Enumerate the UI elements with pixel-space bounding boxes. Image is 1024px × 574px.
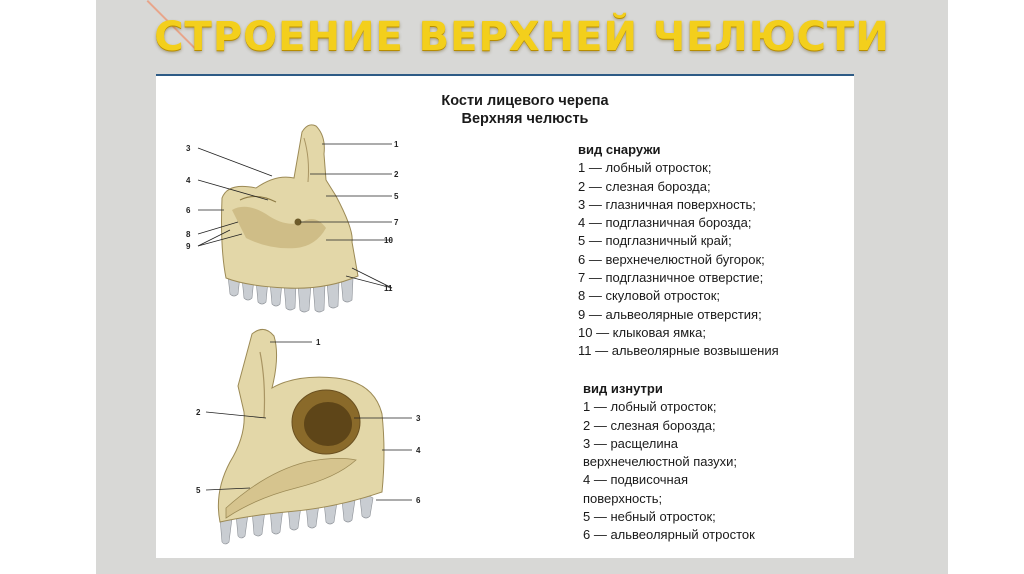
inner-view-header: вид изнутри — [583, 380, 755, 398]
legend-item: 6 — альвеолярный отросток — [583, 526, 755, 544]
figure-label: 2 — [394, 170, 399, 179]
figure-label: 7 — [394, 218, 399, 227]
figure-label: 9 — [186, 242, 191, 251]
maxilla-inner-view-illustration: 1 2 3 4 5 6 — [186, 322, 446, 557]
legend-item: 7 — подглазничное отверстие; — [578, 269, 779, 287]
legend-item: поверхность; — [583, 490, 755, 508]
legend-item: 2 — слезная борозда; — [578, 178, 779, 196]
legend-item: 2 — слезная борозда; — [583, 417, 755, 435]
figure-label: 8 — [186, 230, 191, 239]
heading-line-2: Верхняя челюсть — [390, 110, 660, 128]
figure-label: 10 — [384, 236, 393, 245]
figure-label: 6 — [416, 496, 421, 505]
figure-label: 5 — [196, 486, 201, 495]
figure-label: 3 — [416, 414, 421, 423]
maxilla-bone — [222, 125, 359, 288]
heading-line-1: Кости лицевого черепа — [390, 92, 660, 110]
legend-item: 3 — расщелина — [583, 435, 755, 453]
figure-label: 5 — [394, 192, 399, 201]
outer-view-header: вид снаружи — [578, 141, 779, 159]
slide-title: СТРОЕНИЕ ВЕРХНЕЙ ЧЕЛЮСТИ — [96, 14, 948, 60]
legend-item: 3 — глазничная поверхность; — [578, 196, 779, 214]
maxilla-outer-view-illustration: 1 2 3 4 5 6 7 8 9 10 11 — [176, 118, 406, 323]
legend-item: 10 — клыковая ямка; — [578, 324, 779, 342]
inner-view-legend: вид изнутри 1 — лобный отросток; 2 — сле… — [583, 380, 755, 545]
figure-label: 11 — [384, 284, 393, 293]
legend-item: 9 — альвеолярные отверстия; — [578, 306, 779, 324]
legend-item: 4 — подглазничная борозда; — [578, 214, 779, 232]
legend-item: 5 — небный отросток; — [583, 508, 755, 526]
figure-label: 3 — [186, 144, 191, 153]
figure-label: 1 — [316, 338, 321, 347]
figure-label: 2 — [196, 408, 201, 417]
outer-view-legend: вид снаружи 1 — лобный отросток; 2 — сле… — [578, 141, 779, 361]
legend-item: 4 — подвисочная — [583, 471, 755, 489]
legend-item: 6 — верхнечелюстной бугорок; — [578, 251, 779, 269]
figure-heading: Кости лицевого черепа Верхняя челюсть — [390, 92, 660, 128]
legend-item: 1 — лобный отросток; — [583, 398, 755, 416]
legend-item: 5 — подглазничный край; — [578, 232, 779, 250]
figure-label: 1 — [394, 140, 399, 149]
figure-label: 4 — [416, 446, 421, 455]
legend-item: 8 — скуловой отросток; — [578, 287, 779, 305]
legend-item: 1 — лобный отросток; — [578, 159, 779, 177]
figure-label: 4 — [186, 176, 191, 185]
legend-item: верхнечелюстной пазухи; — [583, 453, 755, 471]
figure-label: 6 — [186, 206, 191, 215]
legend-item: 11 — альвеолярные возвышения — [578, 342, 779, 360]
